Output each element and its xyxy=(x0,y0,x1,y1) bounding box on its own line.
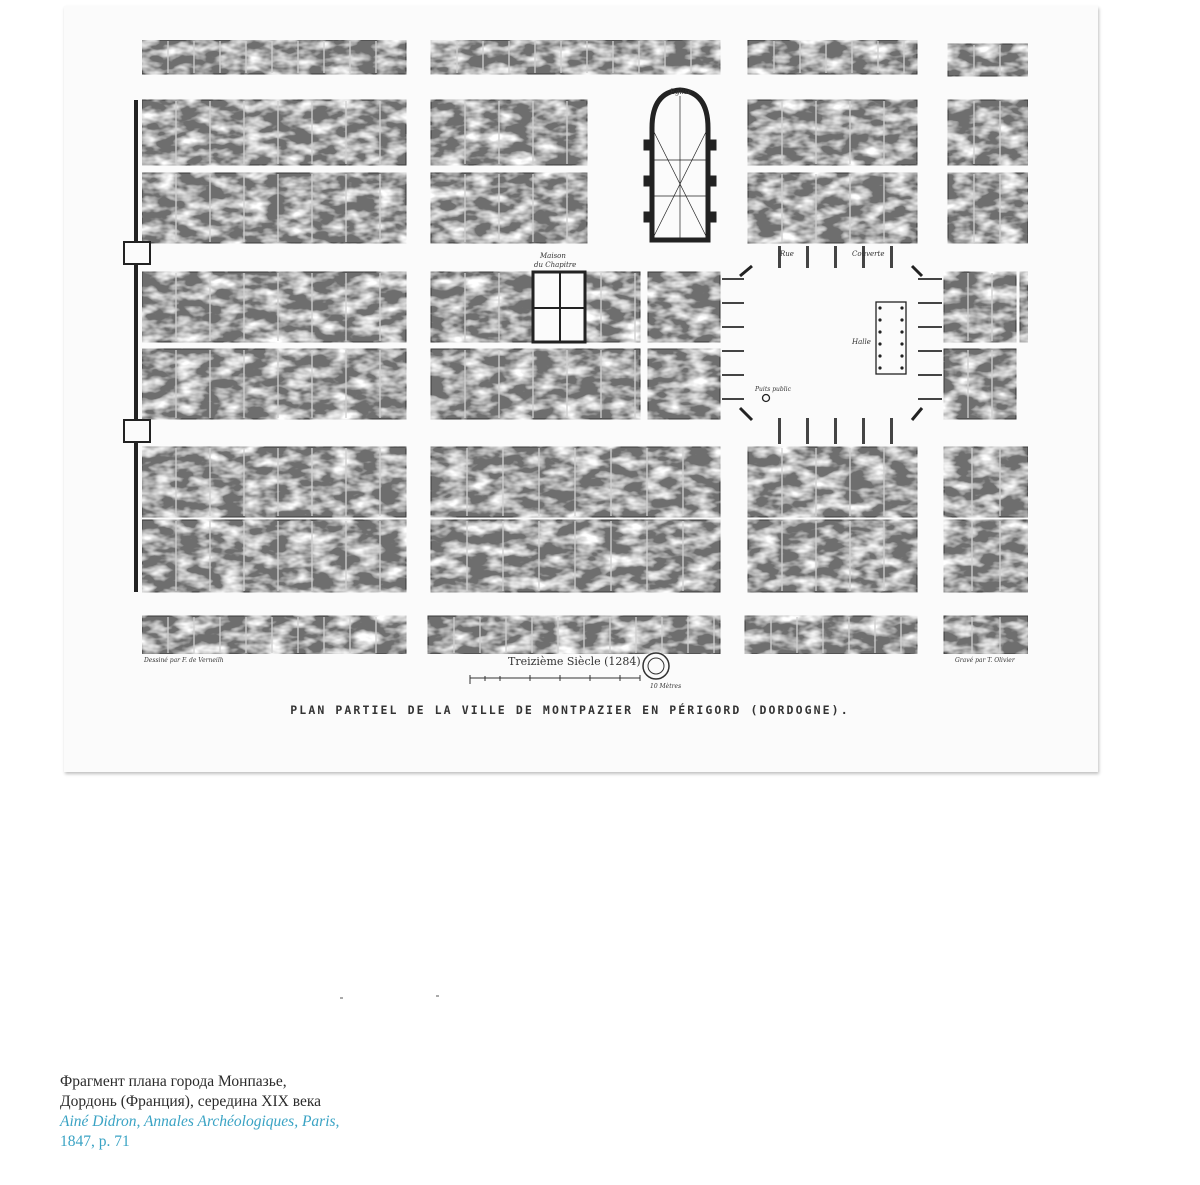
label-church: Eglise xyxy=(669,88,692,96)
halle-column xyxy=(878,366,882,370)
arcade-pier xyxy=(918,326,942,328)
house-block xyxy=(747,446,918,518)
arcade-pier xyxy=(918,374,942,376)
arcade-pier xyxy=(862,418,865,444)
house-block xyxy=(141,271,407,343)
arcade-pier xyxy=(722,398,744,400)
label-engraved-by: Gravé par T. Olivier xyxy=(955,657,1016,664)
arcade-pier xyxy=(722,302,744,304)
label-drawn-by: Dessiné par F. de Verneilh xyxy=(143,657,224,664)
arcade-pier xyxy=(778,246,781,268)
town-wall xyxy=(123,100,151,592)
house-block xyxy=(947,43,1029,77)
house-block xyxy=(747,39,918,75)
arcade-pier xyxy=(722,326,744,328)
house-block xyxy=(141,39,407,75)
halle-column xyxy=(878,330,882,334)
arcade-pier xyxy=(918,350,942,352)
caption-line-1: Фрагмент плана города Монпазье, xyxy=(60,1073,287,1090)
house-block xyxy=(141,172,407,244)
house-block xyxy=(141,99,407,166)
paper-speck xyxy=(436,995,439,997)
house-block xyxy=(141,519,407,593)
caption-line-2: Дордонь (Франция), середина XIX века xyxy=(60,1093,322,1110)
scale-unit-label: 10 Mètres xyxy=(650,683,681,690)
house-block xyxy=(947,99,1029,166)
arcade-pier xyxy=(722,278,744,280)
house-block xyxy=(647,348,721,420)
label-couverte: Couverte xyxy=(852,250,884,258)
chapter-house-plan xyxy=(531,270,587,344)
label-well: Puits public xyxy=(754,386,792,393)
church-plan xyxy=(643,87,717,243)
arcade-pier xyxy=(806,418,809,444)
halle-column xyxy=(900,318,904,322)
house-block xyxy=(744,615,918,655)
arcade-pier xyxy=(778,418,781,444)
century-label: Treizième Siècle (1284) xyxy=(508,655,641,668)
house-block xyxy=(943,348,1017,420)
halle-column xyxy=(900,354,904,358)
plan-title: PLAN PARTIEL DE LA VILLE DE MONTPAZIER E… xyxy=(290,702,849,717)
label-rue: Rue xyxy=(779,250,794,258)
paper-speck xyxy=(340,997,343,999)
halle-column xyxy=(878,342,882,346)
halle-column xyxy=(878,318,882,322)
figure-caption: Фрагмент плана города Монпазье, Дордонь … xyxy=(60,1072,480,1152)
house-block xyxy=(141,348,407,420)
caption-source-1: Ainé Didron, Annales Archéologiques, Par… xyxy=(60,1113,340,1130)
halle-column xyxy=(900,342,904,346)
arcade-pier xyxy=(918,398,942,400)
house-block xyxy=(747,519,918,593)
arcade-pier xyxy=(918,278,942,280)
house-block xyxy=(430,39,721,75)
label-chapter-house-1: Maison xyxy=(539,252,566,260)
house-block xyxy=(141,446,407,518)
house-block xyxy=(747,99,918,166)
arcade-pier xyxy=(834,418,837,444)
scale-bar xyxy=(469,675,641,684)
house-block xyxy=(427,615,721,655)
house-blocks xyxy=(141,39,1029,655)
house-block xyxy=(943,271,1017,343)
halle-column xyxy=(900,306,904,310)
halle-column xyxy=(878,354,882,358)
halle-column xyxy=(900,366,904,370)
house-block xyxy=(943,446,1029,518)
arcade-pier xyxy=(890,246,893,268)
plot-divisions xyxy=(167,41,1001,653)
arcade-pier xyxy=(918,302,942,304)
market-square xyxy=(738,264,924,422)
seal-stamp xyxy=(642,652,670,680)
arcade-pier xyxy=(862,246,865,268)
arcade-pier xyxy=(722,350,744,352)
arcade-pier xyxy=(890,418,893,444)
house-block xyxy=(430,172,588,244)
arcade-pier xyxy=(806,246,809,268)
house-block xyxy=(943,519,1029,593)
house-block xyxy=(647,271,721,343)
label-halle: Halle xyxy=(851,338,871,346)
arcade-pier xyxy=(834,246,837,268)
house-block xyxy=(430,99,588,166)
house-block xyxy=(141,615,407,655)
caption-source-2: 1847, p. 71 xyxy=(60,1133,130,1150)
arcade-piers xyxy=(722,246,942,444)
halle-column xyxy=(900,330,904,334)
house-block xyxy=(1019,271,1029,343)
town-plan: Eglise Maison du Chapitre Rue Couverte H… xyxy=(123,39,1029,717)
house-block xyxy=(430,348,641,420)
house-block xyxy=(747,172,918,244)
label-chapter-house-2: du Chapitre xyxy=(534,261,576,269)
arcade-pier xyxy=(722,374,744,376)
halle-column xyxy=(878,306,882,310)
house-block xyxy=(943,615,1029,655)
house-block xyxy=(947,172,1029,244)
